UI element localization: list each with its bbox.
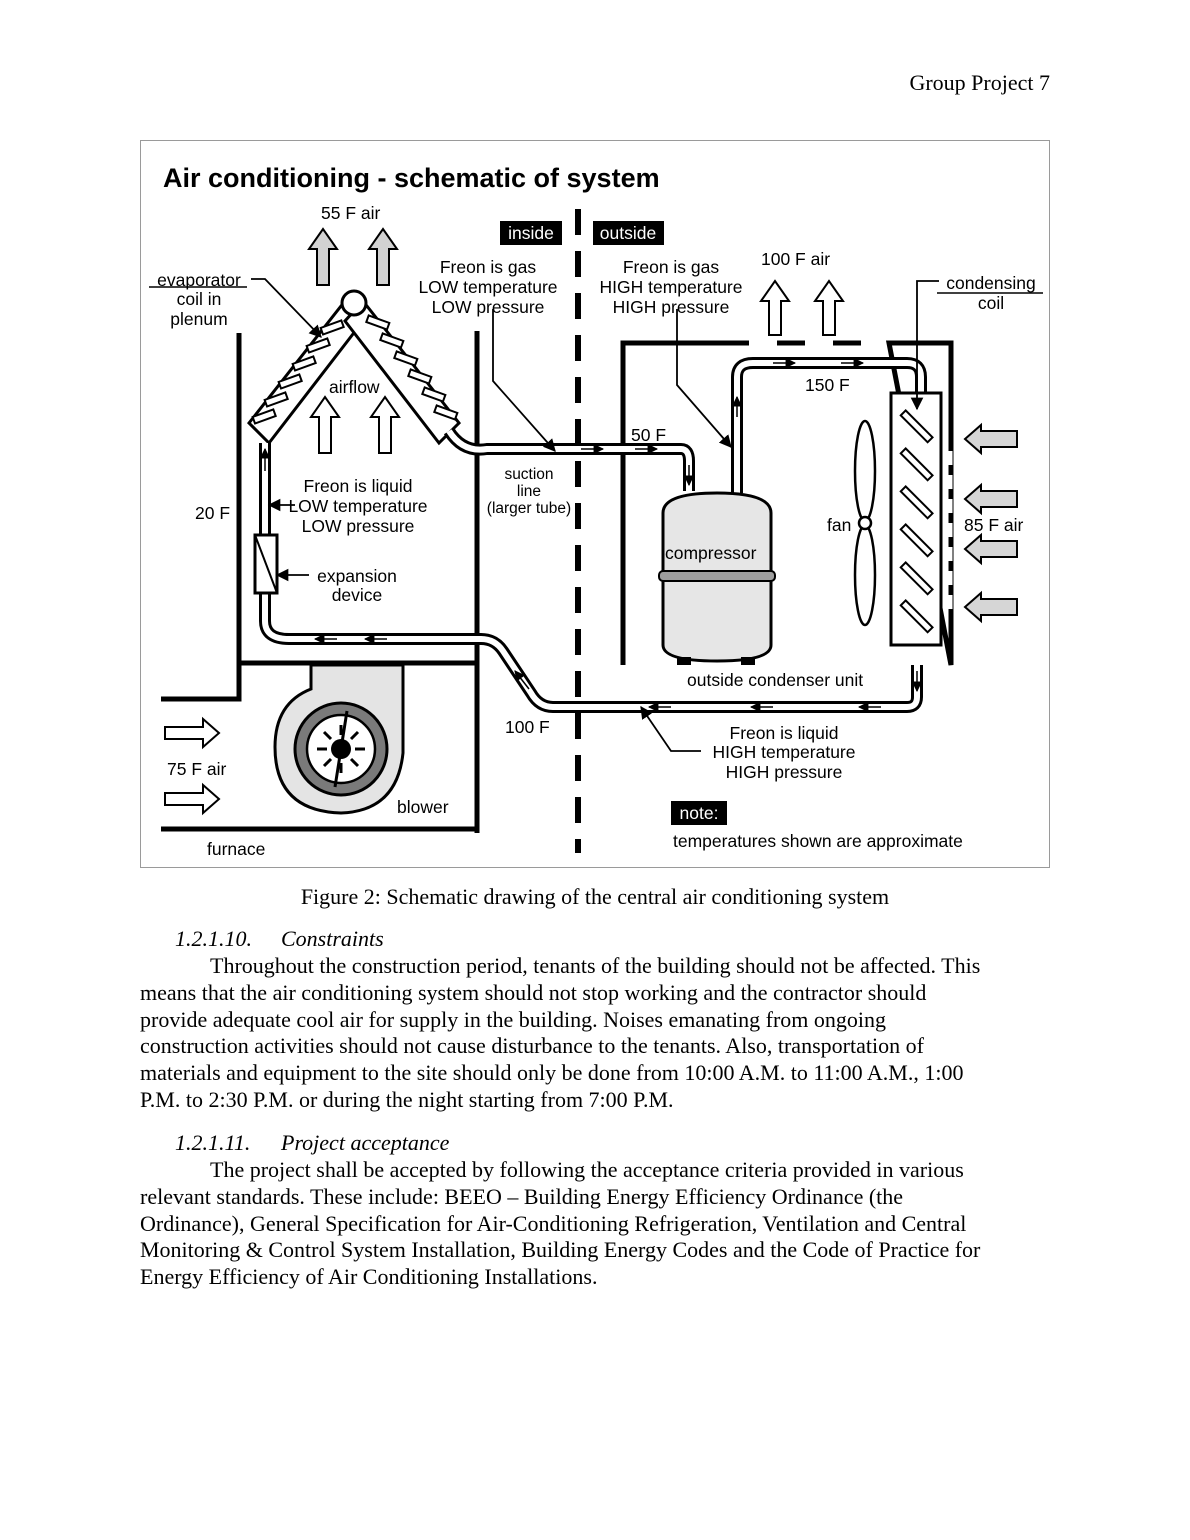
paragraph-project-acceptance: The project shall be accepted by followi… <box>140 1157 1050 1291</box>
paragraph-line: provide adequate cool air for supply in … <box>140 1006 887 1032</box>
outside-tag-box <box>593 221 664 245</box>
section-number: 1.2.1.11. <box>175 1130 251 1155</box>
label-blower: blower <box>397 797 449 817</box>
label-evaporator-1: evaporator <box>157 270 241 290</box>
evaporator-coil-bend <box>340 289 368 317</box>
label-evaporator-3: plenum <box>170 309 227 329</box>
paragraph-line: Energy Efficiency of Air Conditioning In… <box>140 1264 598 1290</box>
label-100f-air: 100 F air <box>761 249 830 269</box>
label-inside: inside <box>508 223 554 243</box>
label-furnace: furnace <box>207 839 265 859</box>
figure-caption: Figure 2: Schematic drawing of the centr… <box>300 884 890 909</box>
label-55f-air: 55 F air <box>321 203 380 223</box>
label-75f-air: 75 F air <box>167 759 226 779</box>
paragraph-line: means that the air conditioning system s… <box>140 979 927 1005</box>
label-condensing-1: condensing <box>946 273 1036 293</box>
label-liquid-high-3: HIGH pressure <box>726 762 843 782</box>
label-20f: 20 F <box>195 503 230 523</box>
ac-schematic-diagram: Air conditioning - schematic of system <box>149 163 1043 859</box>
label-airflow: airflow <box>329 377 380 397</box>
label-suction-2: line <box>517 483 541 500</box>
paragraph-line: The project shall be accepted by followi… <box>210 1157 964 1182</box>
paragraph-constraints: Throughout the construction period, tena… <box>140 953 1050 1114</box>
section-title: Project acceptance <box>281 1130 450 1155</box>
ac-schematic-figure: Air conditioning - schematic of system <box>140 140 1050 868</box>
return-air-arrows <box>164 716 221 816</box>
condensing-coil-fins <box>899 409 934 634</box>
paragraph-line: materials and equipment to the site shou… <box>140 1060 964 1086</box>
label-gas-high-2: HIGH temperature <box>600 277 743 297</box>
note-tag-box <box>671 801 727 825</box>
label-fan: fan <box>827 515 851 535</box>
label-gas-low-2: LOW temperature <box>418 277 557 297</box>
diagram-title: Air conditioning - schematic of system <box>163 163 660 193</box>
label-liquid-high-2: HIGH temperature <box>713 742 856 762</box>
label-note-text: temperatures shown are approximate <box>673 831 963 851</box>
supply-air-arrows <box>307 227 399 286</box>
page-header: Group Project 7 <box>909 70 1050 95</box>
paragraph-line: P.M. to 2:30 P.M. or during the night st… <box>140 1086 674 1112</box>
label-liquid-low-1: Freon is liquid <box>304 476 413 496</box>
condenser-unit-enclosure <box>620 340 954 666</box>
section-heading-constraints: 1.2.1.10. Constraints <box>175 926 384 952</box>
label-50f: 50 F <box>631 425 666 445</box>
label-150f: 150 F <box>805 375 850 395</box>
label-liquid-low-2: LOW temperature <box>288 496 427 516</box>
label-gas-low-1: Freon is gas <box>440 257 537 277</box>
paragraph-line: relevant standards. These include: BEEO … <box>140 1183 904 1209</box>
label-100f: 100 F <box>505 717 550 737</box>
inside-tag-box <box>500 221 562 245</box>
label-evaporator-2: coil in <box>177 289 222 309</box>
label-note: note: <box>680 803 719 823</box>
evaporator-fins <box>251 314 459 425</box>
hot-air-arrows <box>759 279 845 336</box>
label-condensing-2: coil <box>978 293 1004 313</box>
section-title: Constraints <box>281 926 384 951</box>
label-85f-air: 85 F air <box>964 515 1023 535</box>
evaporator-coil-right <box>343 298 462 446</box>
plenum-left-wall <box>161 333 242 702</box>
condensing-coil <box>889 391 943 647</box>
section-heading-project-acceptance: 1.2.1.11. Project acceptance <box>175 1130 449 1156</box>
label-gas-high-3: HIGH pressure <box>613 297 730 317</box>
label-suction-1: suction <box>504 466 553 483</box>
label-outside: outside <box>600 223 656 243</box>
label-compressor: compressor <box>665 543 757 563</box>
label-suction-3: (larger tube) <box>487 500 571 517</box>
label-outside-condenser-unit: outside condenser unit <box>687 670 863 690</box>
compressor-band <box>658 570 776 582</box>
label-expansion-2: device <box>332 585 383 605</box>
furnace-blower <box>273 663 405 815</box>
outside-air-arrows <box>963 422 1018 624</box>
leader-lines <box>251 278 939 752</box>
label-gas-low-3: LOW pressure <box>432 297 545 317</box>
paragraph-line: construction activities should not cause… <box>140 1033 924 1059</box>
label-liquid-low-3: LOW pressure <box>302 516 415 536</box>
condenser-fan <box>853 419 877 627</box>
label-gas-high-1: Freon is gas <box>623 257 720 277</box>
flow-arrows <box>259 357 923 713</box>
paragraph-line: Ordinance), General Specification for Ai… <box>140 1210 967 1236</box>
paragraph-line: Monitoring & Control System Installation… <box>140 1237 981 1263</box>
label-expansion-1: expansion <box>317 566 397 586</box>
paragraph-line: Throughout the construction period, tena… <box>210 953 981 978</box>
section-number: 1.2.1.10. <box>175 926 252 951</box>
airflow-arrows <box>309 395 401 454</box>
label-liquid-high-1: Freon is liquid <box>730 723 839 743</box>
